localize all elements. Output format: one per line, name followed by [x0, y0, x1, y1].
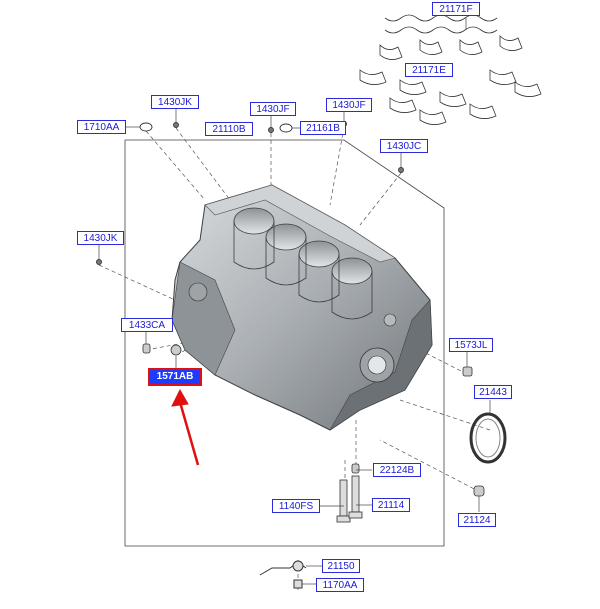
label-21110B[interactable]: 21110B: [205, 122, 253, 136]
label-1430JF-a[interactable]: 1430JF: [250, 102, 296, 116]
label-1430JF-b[interactable]: 1430JF: [326, 98, 372, 112]
label-1573JL[interactable]: 1573JL: [449, 338, 493, 352]
red-arrow: [171, 388, 200, 466]
rear-oil-seal: [469, 412, 507, 464]
engine-block: [171, 184, 433, 431]
label-21161B[interactable]: 21161B: [300, 121, 346, 135]
label-1710AA[interactable]: 1710AA: [77, 120, 126, 134]
label-1430JK-top[interactable]: 1430JK: [151, 95, 199, 109]
oil-jet-part: [259, 560, 307, 589]
bearing-shells: [359, 14, 542, 125]
label-21150[interactable]: 21150: [322, 559, 360, 573]
label-1571AB-highlighted[interactable]: 1571AB: [148, 368, 202, 386]
label-21171E[interactable]: 21171E: [405, 63, 453, 77]
label-22124B[interactable]: 22124B: [373, 463, 421, 477]
label-1430JC[interactable]: 1430JC: [380, 139, 428, 153]
label-21114[interactable]: 21114: [372, 498, 410, 512]
label-1140FS[interactable]: 1140FS: [272, 499, 320, 513]
label-21124[interactable]: 21124: [458, 513, 496, 527]
label-connectors: [98, 18, 491, 585]
label-21171F[interactable]: 21171F: [432, 2, 480, 16]
label-1430JK-left[interactable]: 1430JK: [77, 231, 124, 245]
plugs-dowels: [142, 343, 485, 497]
cylinder-bores: [233, 207, 373, 320]
label-1433CA[interactable]: 1433CA: [121, 318, 173, 332]
main-bearing-bolts: [336, 475, 363, 523]
label-1170AA[interactable]: 1170AA: [316, 578, 364, 592]
label-21443[interactable]: 21443: [474, 385, 512, 399]
